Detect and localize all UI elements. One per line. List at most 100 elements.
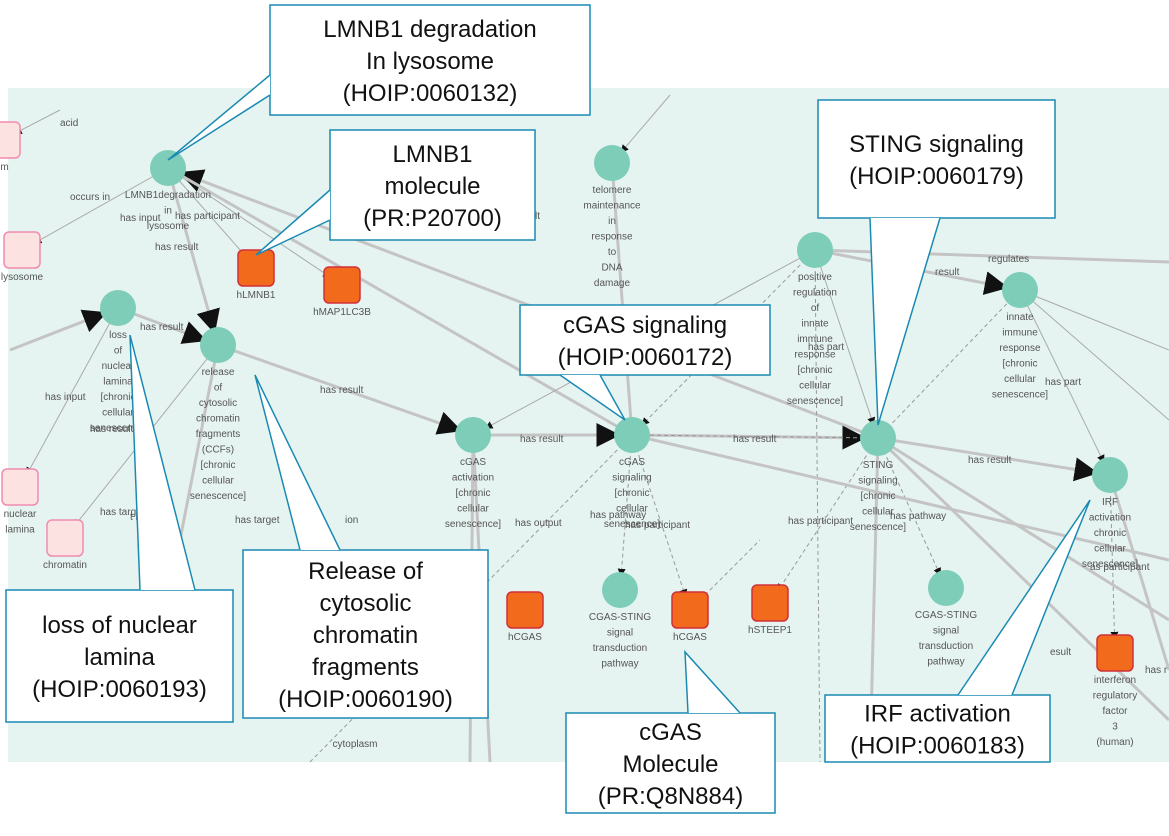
node-label: loss	[109, 330, 127, 341]
graph-edge	[9, 309, 108, 352]
node-label: cellular	[202, 476, 234, 487]
graph-node-posreg[interactable]: positiveregulationofinnateimmuneresponse…	[787, 232, 843, 407]
graph-edge	[777, 437, 879, 592]
graph-edge	[877, 436, 1169, 622]
process-node-circle[interactable]	[928, 570, 964, 606]
callout-release: Release ofcytosolicchromatinfragments(HO…	[242, 374, 489, 719]
graph-node-hcgas[interactable]: hCGAS	[671, 591, 709, 643]
node-label: innate	[801, 319, 829, 330]
molecule-node-square[interactable]	[323, 266, 361, 304]
node-label: CGAS-STING	[589, 612, 651, 623]
node-label: senescence]	[992, 390, 1048, 401]
node-label: to	[608, 247, 617, 258]
callout-text: chromatin	[313, 622, 418, 649]
graph-node-cytoplasm[interactable]: cytoplasm	[332, 739, 377, 750]
graph-node-hmap1lc3b[interactable]: hMAP1LC3B	[313, 266, 371, 318]
process-node-circle[interactable]	[100, 290, 136, 326]
edge-label: has result	[320, 385, 364, 396]
node-label: cytosolic	[199, 398, 237, 409]
node-label: cellular	[799, 381, 831, 392]
graph-node-lysosome[interactable]: lysosome	[1, 231, 44, 283]
callout-box	[242, 549, 489, 719]
process-node-circle[interactable]	[1002, 272, 1038, 308]
edge-label: has input	[120, 213, 161, 224]
node-label: senescence]	[90, 423, 146, 434]
node-label: pathway	[601, 659, 638, 670]
process-node-circle[interactable]	[200, 327, 236, 363]
edge-label: has pathway	[890, 511, 946, 522]
node-label: signaling	[612, 473, 651, 484]
node-label: senescence]	[1082, 559, 1138, 570]
molecule-node-square[interactable]	[671, 591, 709, 629]
edge-label: lt	[535, 211, 540, 222]
process-node-circle[interactable]	[150, 150, 186, 186]
location-node-square[interactable]	[3, 231, 41, 269]
molecule-node-square[interactable]	[506, 591, 544, 629]
graph-node-sting[interactable]: STINGsignaling[chroniccellularsenescence…	[850, 420, 906, 533]
callout-text: (HOIP:0060132)	[343, 80, 518, 107]
location-node-square[interactable]	[1, 468, 39, 506]
process-node-circle[interactable]	[860, 420, 896, 456]
graph-node-innate[interactable]: innateimmuneresponse[chroniccellularsene…	[992, 272, 1048, 401]
process-node-circle[interactable]	[594, 145, 630, 181]
edge-label: ion	[345, 515, 358, 526]
node-label: lysosome	[147, 221, 190, 232]
node-label: [chronic	[455, 488, 490, 499]
graph-node-release[interactable]: releaseofcytosolicchromatinfragments(CCF…	[190, 327, 246, 502]
callout-text: cGAS signaling	[563, 312, 727, 339]
callout-text: Release of	[308, 558, 423, 585]
node-label: [chronic	[614, 488, 649, 499]
process-node-circle[interactable]	[1092, 457, 1128, 493]
molecule-node-square[interactable]	[237, 249, 275, 287]
node-label: (human)	[1096, 737, 1133, 748]
graph-node-hsteep1[interactable]: hSTEEP1	[748, 584, 792, 636]
callout-text: cytosolic	[319, 590, 411, 617]
molecule-node-square[interactable]	[1096, 634, 1134, 672]
node-label: maintenance	[583, 201, 641, 212]
node-label: senescence]	[190, 491, 246, 502]
graph-edge	[876, 436, 1169, 722]
node-label: immune	[797, 334, 833, 345]
process-node-circle[interactable]	[797, 232, 833, 268]
graph-node-chromatin[interactable]: chromatin	[43, 519, 87, 571]
graph-node-cgasact[interactable]: cGASactivation[chroniccellularsenescence…	[445, 417, 501, 530]
location-node-square[interactable]	[46, 519, 84, 557]
graph-node-ism[interactable]: sm	[0, 121, 21, 173]
callout-text: LMNB1	[392, 141, 472, 168]
graph-node-hcgas_left[interactable]: hCGAS	[506, 591, 544, 643]
edge-label: has target	[100, 507, 145, 518]
graph-node-hlmnb1[interactable]: hLMNB1	[237, 249, 276, 301]
node-label: 3	[1112, 722, 1118, 733]
callout-text: (HOIP:0060172)	[558, 344, 733, 371]
graph-edge	[1109, 474, 1119, 640]
process-node-circle[interactable]	[455, 417, 491, 453]
graph-node-loss[interactable]: lossofnuclearlamina[chroniccellularsenes…	[90, 290, 146, 434]
molecule-node-square[interactable]	[751, 584, 789, 622]
node-label: in	[608, 216, 616, 227]
edge-label: has result	[90, 424, 134, 435]
node-label: signal	[607, 628, 633, 639]
node-label: [chronic	[100, 392, 135, 403]
node-label: STING	[863, 460, 894, 471]
process-node-circle[interactable]	[614, 417, 650, 453]
node-label: DNA	[601, 263, 622, 274]
callout-sting: STING signaling(HOIP:0060179)	[817, 99, 1056, 426]
node-label: response	[999, 343, 1041, 354]
location-node-square[interactable]	[0, 121, 21, 159]
node-label: in	[164, 206, 172, 217]
node-label: [chronic	[1002, 359, 1037, 370]
graph-edge	[179, 173, 633, 437]
edge-label: has participant	[788, 516, 853, 527]
process-node-circle[interactable]	[602, 572, 638, 608]
